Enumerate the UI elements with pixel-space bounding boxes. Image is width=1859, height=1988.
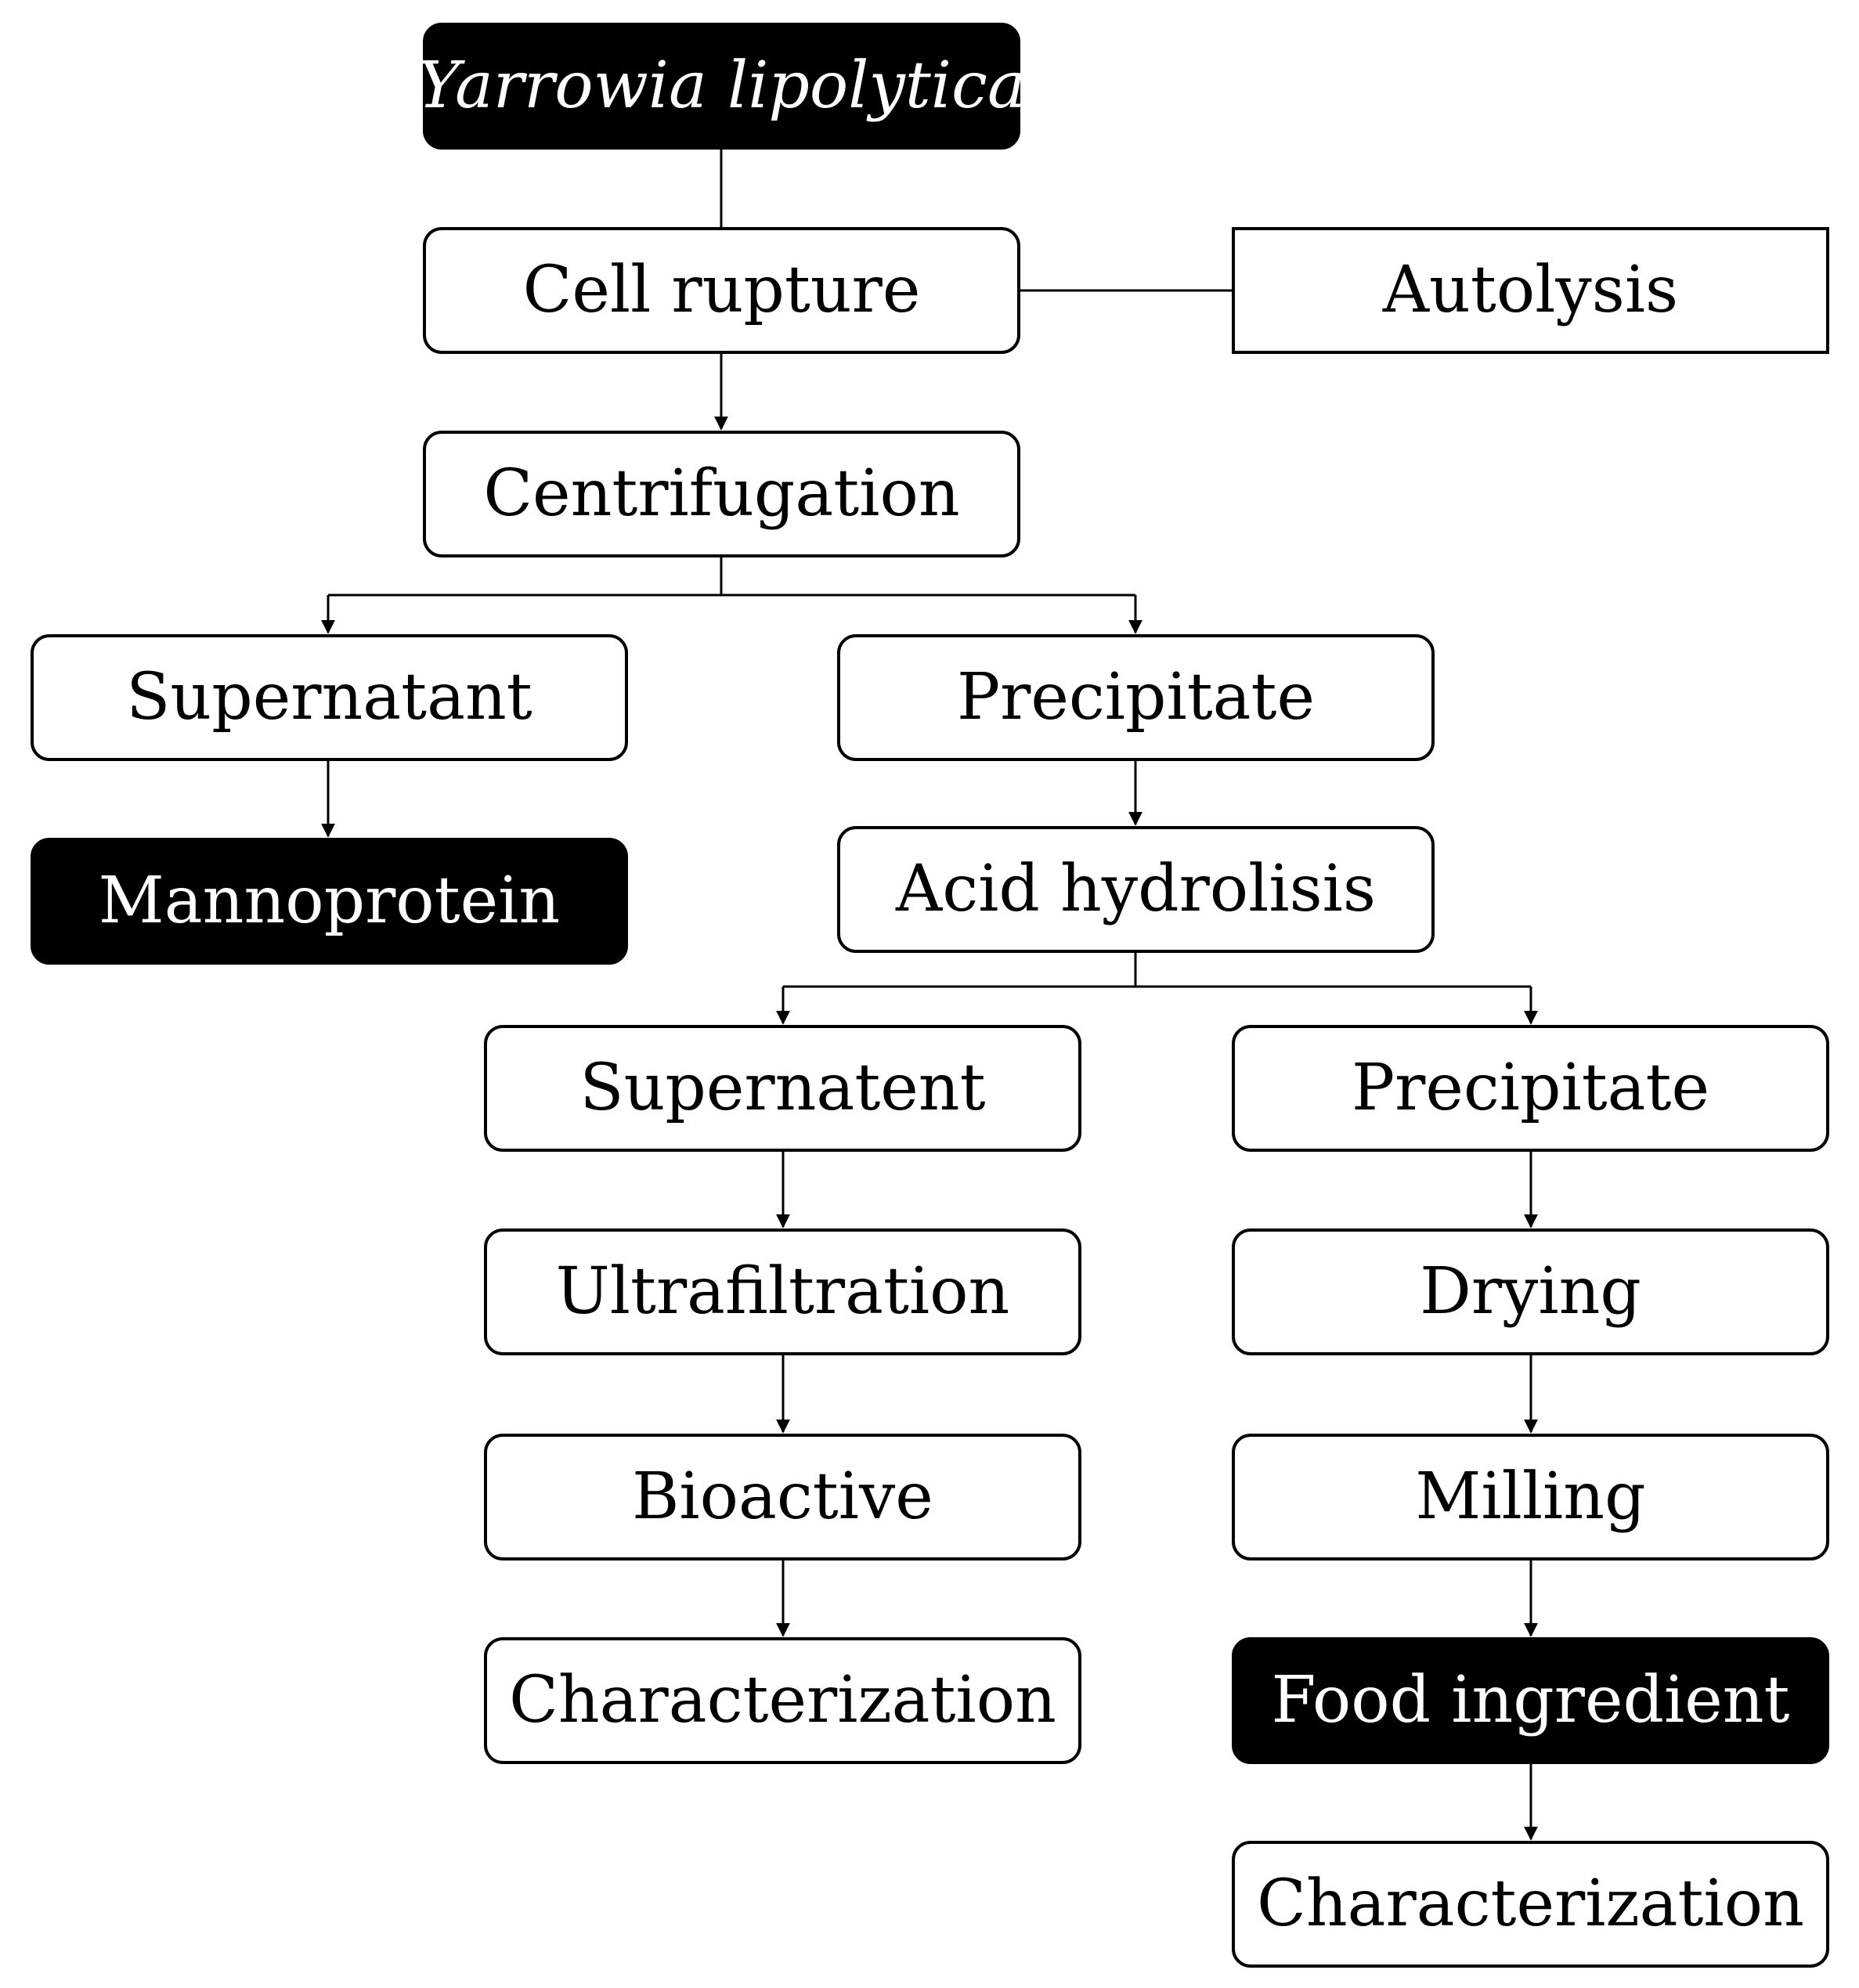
node-label: Cell rupture <box>522 253 921 327</box>
node-precipitate-2: Precipitate <box>1232 1025 1829 1152</box>
node-label: Bioactive <box>632 1459 933 1534</box>
node-food-ingredient: Food ingredient <box>1232 1637 1829 1764</box>
node-label: Food ingredient <box>1271 1663 1790 1737</box>
node-label: Characterization <box>509 1663 1056 1737</box>
node-label: Centrifugation <box>483 456 960 531</box>
node-ultrafiltration: Ultrafiltration <box>484 1229 1081 1355</box>
node-autolysis: Autolysis <box>1232 227 1829 354</box>
node-label: Supernatent <box>579 1051 986 1125</box>
node-characterization-2: Characterization <box>1232 1841 1829 1968</box>
node-cell-rupture: Cell rupture <box>423 227 1020 354</box>
node-characterization-1: Characterization <box>484 1637 1081 1764</box>
node-label: Ultrafiltration <box>555 1254 1010 1329</box>
node-label: Supernatant <box>126 660 532 734</box>
node-label: Milling <box>1415 1459 1646 1534</box>
node-label: Precipitate <box>956 660 1316 734</box>
node-centrifugation: Centrifugation <box>423 431 1020 557</box>
node-label: Characterization <box>1257 1867 1804 1941</box>
node-precipitate-1: Precipitate <box>837 634 1435 761</box>
node-supernatent: Supernatent <box>484 1025 1081 1152</box>
node-drying: Drying <box>1232 1229 1829 1355</box>
node-supernatant: Supernatant <box>31 634 628 761</box>
node-label: Acid hydrolisis <box>896 852 1376 926</box>
node-label: Yarrowia lipolytica <box>417 49 1026 123</box>
node-mannoprotein: Mannoprotein <box>31 838 628 965</box>
node-label: Drying <box>1420 1254 1641 1329</box>
node-bioactive: Bioactive <box>484 1434 1081 1560</box>
node-acid-hydrolisis: Acid hydrolisis <box>837 826 1435 953</box>
node-label: Precipitate <box>1351 1051 1710 1125</box>
node-yarrowia-lipolytica: Yarrowia lipolytica <box>417 23 1026 150</box>
node-milling: Milling <box>1232 1434 1829 1560</box>
node-label: Autolysis <box>1382 253 1679 327</box>
node-label: Mannoprotein <box>98 864 561 938</box>
